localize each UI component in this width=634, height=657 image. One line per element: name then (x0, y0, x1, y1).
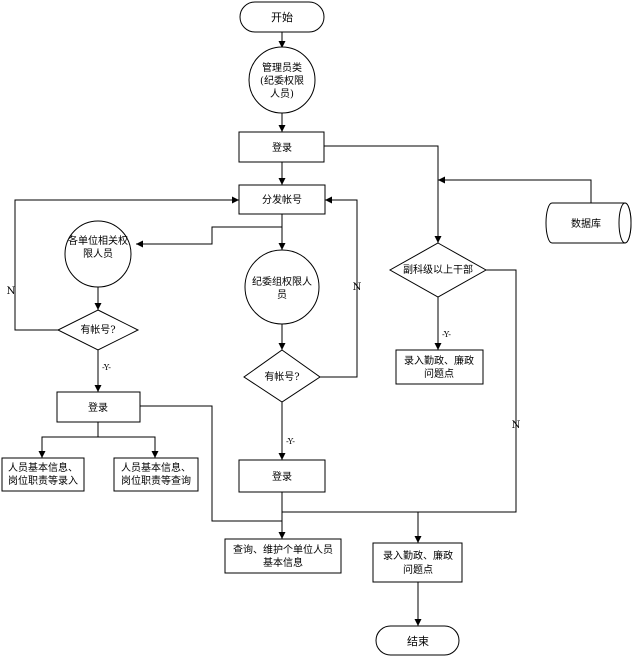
edge-login-top-to-deputy (324, 145, 442, 243)
label-no-mid: N (353, 282, 362, 293)
node-info-entry-line1: 人员基本信息、 (8, 461, 78, 474)
node-login-left-label: 登录 (88, 401, 108, 414)
node-admin-role-line2: (纪委权限 (260, 74, 304, 87)
node-end: 结束 (375, 625, 460, 656)
node-unit-staff-line1: 各单位相关权 (68, 234, 128, 247)
edge-no-mid-loop (320, 196, 358, 378)
node-login-mid-label: 登录 (272, 470, 292, 483)
edge-database-to-branch (438, 176, 592, 203)
edge-no-left-loop (14, 196, 239, 331)
label-yes-mid: -Y- (286, 437, 295, 446)
edge-login-left-to-info (41, 422, 156, 458)
node-info-query-line1: 人员基本信息、 (121, 461, 191, 474)
node-has-account-left: 有帐号? (56, 309, 140, 351)
node-commission-staff-line2: 员 (277, 289, 287, 301)
label-no-right: N (512, 420, 521, 431)
node-login-mid: 登录 (238, 459, 326, 493)
node-has-account-mid-label: 有帐号? (264, 370, 299, 383)
node-start: 开始 (239, 1, 325, 33)
label-yes-left: -Y- (102, 363, 111, 372)
edge-labels: -Y- -Y- -Y- N N N (7, 282, 521, 446)
node-start-label: 开始 (271, 10, 293, 24)
node-admin-role: 管理员类 (纪委权限 人员) (248, 46, 316, 114)
node-commission-staff-line1: 纪委组权限人 (252, 275, 312, 288)
node-info-query: 人员基本信息、 岗位职责等查询 (113, 457, 199, 492)
node-enter-diligence-right-line1: 录入勤政、廉政 (404, 354, 474, 367)
node-deputy-cadre: 副科级以上干部 (388, 242, 488, 298)
node-login-top: 登录 (238, 131, 325, 163)
edge-assign-to-unit-staff (136, 214, 283, 248)
node-unit-staff: 各单位相关权 限人员 (64, 220, 132, 288)
node-info-entry: 人员基本信息、 岗位职责等录入 (1, 457, 85, 492)
node-has-account-mid: 有帐号? (243, 349, 321, 403)
edge-login-left-to-merge (140, 405, 282, 522)
node-login-top-label: 登录 (272, 141, 292, 154)
node-database: 数据库 (545, 202, 632, 244)
node-database-label: 数据库 (571, 217, 601, 230)
node-admin-role-line1: 管理员类 (262, 61, 302, 74)
node-enter-diligence-bottom-line2: 问题点 (403, 563, 433, 576)
node-enter-diligence-bottom: 录入勤政、廉政 问题点 (372, 542, 463, 583)
node-query-maintain-line1: 查询、维护个单位人员 (233, 543, 333, 556)
label-yes-right: -Y- (442, 330, 451, 339)
node-enter-diligence-right: 录入勤政、廉政 问题点 (395, 349, 484, 385)
node-query-maintain-line2: 基本信息 (263, 556, 303, 569)
edges (14, 32, 592, 626)
node-deputy-cadre-label: 副科级以上干部 (403, 263, 473, 276)
node-end-label: 结束 (407, 635, 429, 648)
edge-no-right (418, 269, 517, 513)
node-info-entry-line2: 岗位职责等录入 (8, 474, 78, 487)
node-admin-role-line3: 人员) (270, 88, 294, 100)
label-no-left: N (7, 286, 16, 297)
node-enter-diligence-bottom-line1: 录入勤政、廉政 (383, 549, 453, 562)
node-assign-account: 分发帐号 (238, 184, 326, 215)
node-query-maintain: 查询、维护个单位人员 基本信息 (224, 538, 342, 574)
node-assign-account-label: 分发帐号 (262, 193, 302, 206)
node-enter-diligence-right-line2: 问题点 (424, 367, 454, 380)
node-login-left: 登录 (56, 391, 141, 423)
node-info-query-line2: 岗位职责等查询 (121, 474, 191, 487)
node-commission-staff: 纪委组权限人 员 (244, 249, 320, 325)
node-has-account-left-label: 有帐号? (80, 323, 115, 336)
node-unit-staff-line2: 限人员 (83, 248, 113, 260)
edge-merge-to-bottom-enter (282, 511, 422, 543)
